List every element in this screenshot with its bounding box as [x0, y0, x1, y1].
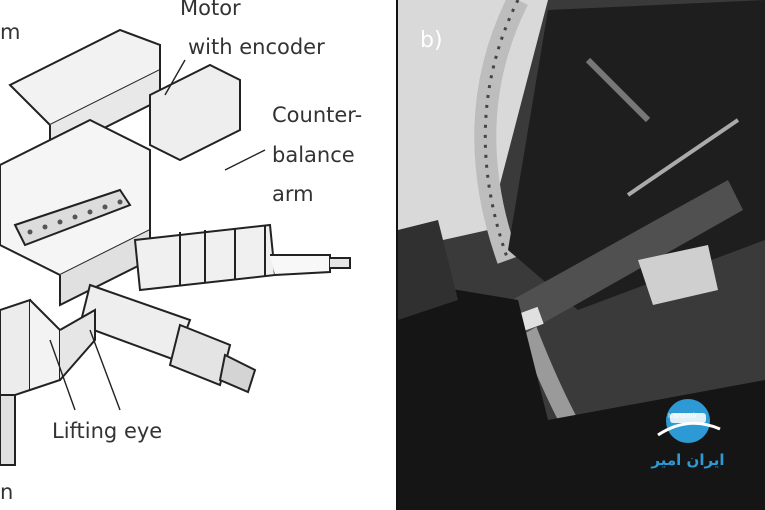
watermark-logo: Iranamir ایران امیر — [646, 395, 730, 485]
label-counterbalance-line1: Counter- — [272, 103, 363, 127]
cad-drawing — [0, 28, 351, 466]
panel-a-cad-drawing: m Motor with encoder Counter- balance ar… — [0, 0, 363, 504]
label-motor-line1: Motor — [180, 0, 241, 20]
watermark-brand-latin: Iranamir — [668, 412, 698, 420]
label-partial-top: m — [0, 20, 21, 44]
label-lifting-eye: Lifting eye — [52, 419, 163, 443]
label-motor-line2: with encoder — [188, 35, 325, 59]
label-partial-bottom: n — [0, 480, 14, 504]
watermark-brand-persian: ایران امیر — [651, 451, 725, 469]
panel-divider — [396, 0, 399, 510]
label-counterbalance-line2: balance — [272, 143, 355, 167]
panel-b-label: b) — [420, 28, 443, 53]
iranamir-logo-icon — [657, 399, 721, 443]
panel-b-photo: b) Iranamir ایران امیر — [398, 0, 765, 510]
label-counterbalance-line3: arm — [272, 182, 314, 206]
